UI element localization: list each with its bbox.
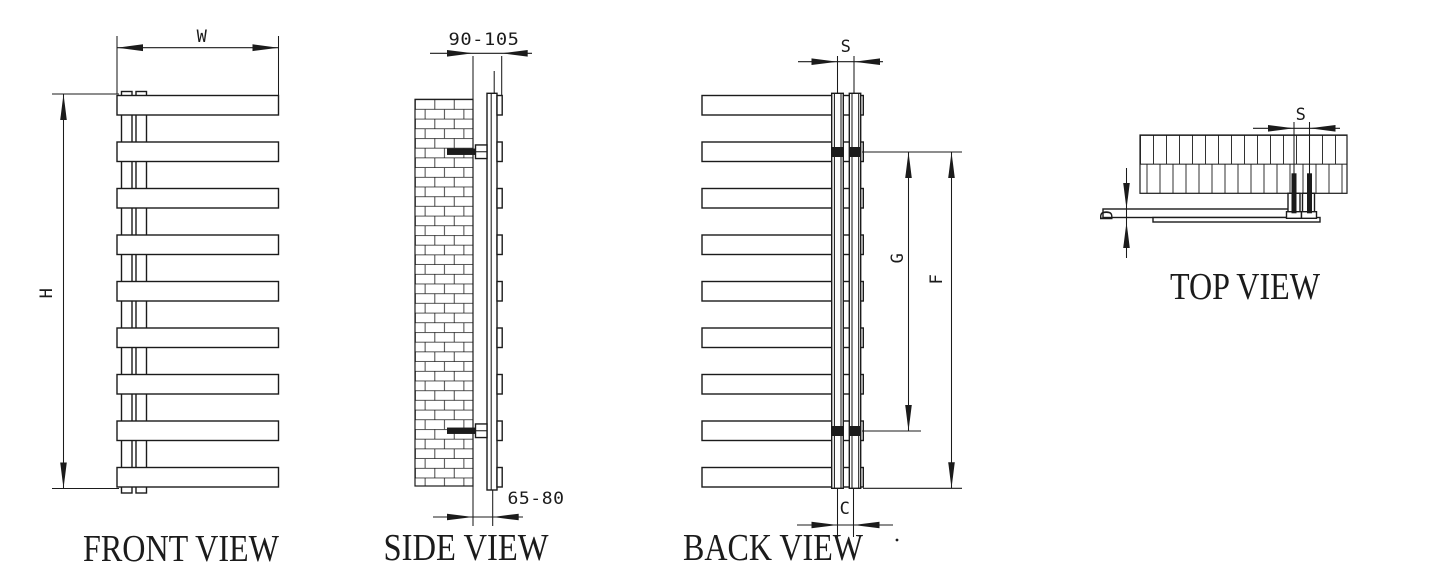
dim-bracket-span: G [862, 151, 962, 432]
bar-end [496, 327, 503, 349]
dim-wall-clearance-bottom: 65-80 [433, 486, 565, 526]
arrowhead [811, 521, 838, 529]
dim-pipe-spacing-topview: S [1253, 105, 1340, 174]
towel-bar [701, 373, 865, 395]
front-view: W H FRONT VIEW [37, 27, 280, 570]
towel-bar [701, 234, 865, 256]
lower-mounting-bracket [447, 423, 488, 439]
fixing-block [849, 147, 861, 157]
arrowhead [811, 58, 838, 65]
towel-bar [116, 420, 280, 442]
dim-label-s: S [841, 37, 852, 57]
top-view: S D TOP VIEW [1098, 105, 1348, 308]
dim-bar-depth: D [1098, 168, 1130, 258]
arrowhead [854, 58, 880, 65]
anchor-core [1291, 173, 1297, 214]
towel-bar [116, 234, 280, 256]
dim-label-65-80: 65-80 [508, 489, 565, 509]
bar-end [496, 373, 503, 395]
towel-bar [116, 373, 280, 395]
towel-bar [116, 327, 280, 349]
arrowhead [252, 44, 279, 52]
arrowhead [447, 50, 473, 57]
bar-end [496, 466, 503, 488]
wall-anchor [447, 427, 476, 434]
collector-pipe [848, 92, 862, 490]
arrowhead [1123, 183, 1130, 209]
arrowhead [60, 94, 67, 120]
arrowhead [501, 50, 528, 57]
wall-anchor [447, 148, 476, 155]
bar-end [496, 141, 503, 163]
towel-bar [701, 94, 865, 116]
arrowhead [905, 405, 912, 431]
fixing-block [831, 426, 844, 436]
upper-mounting-bracket [447, 144, 488, 160]
arrowhead [1268, 125, 1294, 132]
towel-bar [701, 280, 865, 302]
arrowhead [1309, 125, 1336, 132]
side-radiator-panel [486, 71, 498, 491]
panel-profile [486, 92, 498, 491]
bar-end [496, 94, 503, 116]
dim-label-d: D [1098, 210, 1118, 221]
dim-fixing-span: F [863, 152, 962, 489]
dim-label-g: G [888, 253, 908, 264]
arrowhead [948, 462, 955, 489]
back-view: S C G F BACK VIEW [683, 37, 962, 569]
towel-bar [116, 94, 280, 116]
side-view: 90-105 65-80 SIDE VIEW [384, 30, 565, 569]
side-bar-ends [496, 94, 503, 488]
arrowhead [447, 513, 473, 521]
back-towel-bars [701, 94, 865, 488]
front-towel-bars [116, 94, 280, 488]
dim-label-h: H [37, 288, 57, 299]
arrowhead [492, 513, 519, 521]
arrowhead [1123, 222, 1130, 248]
wall-section [414, 98, 474, 487]
towel-bar-plan [1102, 208, 1291, 219]
arrowhead [60, 462, 67, 489]
panel-strip-plan [1152, 216, 1321, 223]
top-collector-pipes [1285, 173, 1318, 219]
anchor-core [1307, 173, 1312, 214]
towel-bar [116, 280, 280, 302]
arrowhead [853, 521, 880, 529]
bar-end [496, 187, 503, 209]
wall-section [1139, 134, 1348, 194]
arrowhead [905, 152, 912, 178]
dim-label-90-105: 90-105 [449, 30, 520, 50]
arrowhead [117, 44, 143, 52]
stray-dot [895, 538, 899, 542]
towel-bar [701, 327, 865, 349]
dim-label-c: C [840, 499, 851, 519]
towel-bar [116, 466, 280, 488]
back-view-label: BACK VIEW [683, 527, 863, 569]
towel-bar [701, 187, 865, 209]
dim-width: W [116, 27, 280, 95]
dim-label-f: F [927, 274, 947, 285]
bar-end [496, 420, 503, 442]
towel-bar [116, 141, 280, 163]
front-view-label: FRONT VIEW [83, 528, 279, 570]
towel-bar [116, 187, 280, 209]
dim-pipe-spacing-top: S [798, 37, 883, 94]
back-collector-pipes [831, 92, 862, 490]
dim-height: H [37, 93, 119, 490]
dim-label-s-top: S [1296, 105, 1307, 125]
dim-label-w: W [197, 27, 208, 47]
top-view-label: TOP VIEW [1170, 266, 1320, 308]
arrowhead [948, 152, 955, 178]
bar-end [496, 280, 503, 302]
towel-bar [701, 466, 865, 488]
dim-pipe-spacing-bottom: C [797, 488, 893, 537]
dim-wall-clearance-top: 90-105 [430, 30, 532, 100]
back-mounting-brackets [831, 147, 861, 436]
bar-end [496, 234, 503, 256]
fixing-block [831, 147, 844, 157]
fixing-block [849, 426, 861, 436]
side-view-label: SIDE VIEW [384, 527, 549, 569]
